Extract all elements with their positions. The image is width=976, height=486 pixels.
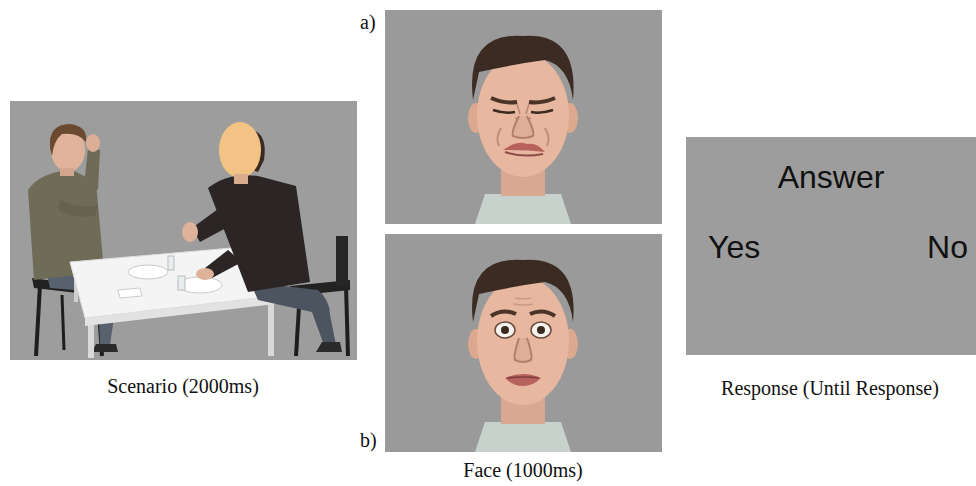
person-left-part (60, 168, 74, 176)
stage-caption: Scenario (2000ms) (107, 374, 259, 398)
stage-caption: Response (Until Response) (721, 376, 939, 400)
face-photo-disgust-part-part (497, 128, 501, 146)
option-yes: Yes (708, 229, 760, 266)
face-photo-disgust-part-part (491, 98, 517, 103)
chair-part (336, 236, 348, 286)
person-left-part (58, 200, 98, 217)
face-photo-disgust-part-part (531, 110, 553, 113)
scenario-photo (10, 101, 357, 360)
person-right-part (219, 122, 261, 178)
option-no: No (927, 229, 968, 266)
person-right-part (250, 282, 336, 348)
face-photo-disgust (385, 10, 662, 224)
table-part (268, 300, 274, 356)
face-photo-disgust-part-part (529, 98, 555, 103)
face-photo-fear-part-part (475, 422, 571, 452)
table-part (168, 256, 174, 270)
face-photo-disgust-part (468, 36, 578, 224)
person-left-part (92, 344, 118, 352)
face-photo-fear-part-part (530, 311, 555, 316)
face-photo-disgust-part-part (545, 128, 549, 146)
person-right (182, 122, 342, 352)
response-screen: AnswerYes No (686, 137, 976, 355)
person-right-part (316, 342, 342, 352)
face-photo-disgust-part-part (493, 110, 515, 113)
face-photo-fear-part-part (507, 377, 539, 378)
face-photo-fear-part-part (477, 277, 569, 405)
panel-letter: b) (360, 428, 377, 452)
person-right-part (192, 196, 252, 242)
face-photo-disgust-part-part (472, 36, 574, 100)
person-left-part (50, 124, 86, 156)
face-photo-fear-part-part (537, 326, 545, 334)
table-part (118, 288, 142, 298)
face-photo-disgust-part (385, 10, 662, 224)
face-photo-fear-part-part (531, 322, 551, 338)
face-photo-fear-part-part (495, 322, 515, 338)
face-photo-disgust-part-part (513, 116, 534, 138)
table-part (178, 276, 185, 290)
face-photo-fear-part-part (472, 260, 574, 322)
panel-letter: a) (360, 10, 376, 34)
table-part (178, 277, 222, 293)
person-left-part (86, 134, 100, 152)
face-photo-fear-part-part (501, 326, 509, 334)
face-photo-fear-part (468, 260, 578, 452)
scenario-photo-part (10, 101, 357, 360)
person-right-part (234, 174, 248, 184)
face-photo-disgust-part-part (477, 53, 569, 177)
face-photo-disgust-part-part (503, 143, 545, 152)
face-photo-fear-part (385, 234, 662, 452)
table-part (128, 265, 168, 279)
stage-caption: Face (1000ms) (463, 458, 582, 482)
chair-part (36, 285, 40, 356)
person-right-part (196, 268, 214, 280)
chair-part (62, 295, 64, 350)
face-photo-disgust-part-part (505, 152, 543, 156)
person-left-part (84, 148, 100, 190)
prompt-text: Answer (778, 159, 885, 196)
face-photo-fear (385, 234, 662, 452)
face-photo-fear-part-part (491, 311, 516, 316)
person-right-part (182, 222, 198, 242)
person-right-part (208, 175, 310, 292)
face-photo-disgust-part-part (475, 194, 571, 224)
face-photo-fear-part-part (515, 338, 532, 362)
face-photo-fear-part-part (505, 374, 541, 386)
face-photo-fear-part-part (513, 298, 533, 305)
table-part (85, 296, 275, 326)
